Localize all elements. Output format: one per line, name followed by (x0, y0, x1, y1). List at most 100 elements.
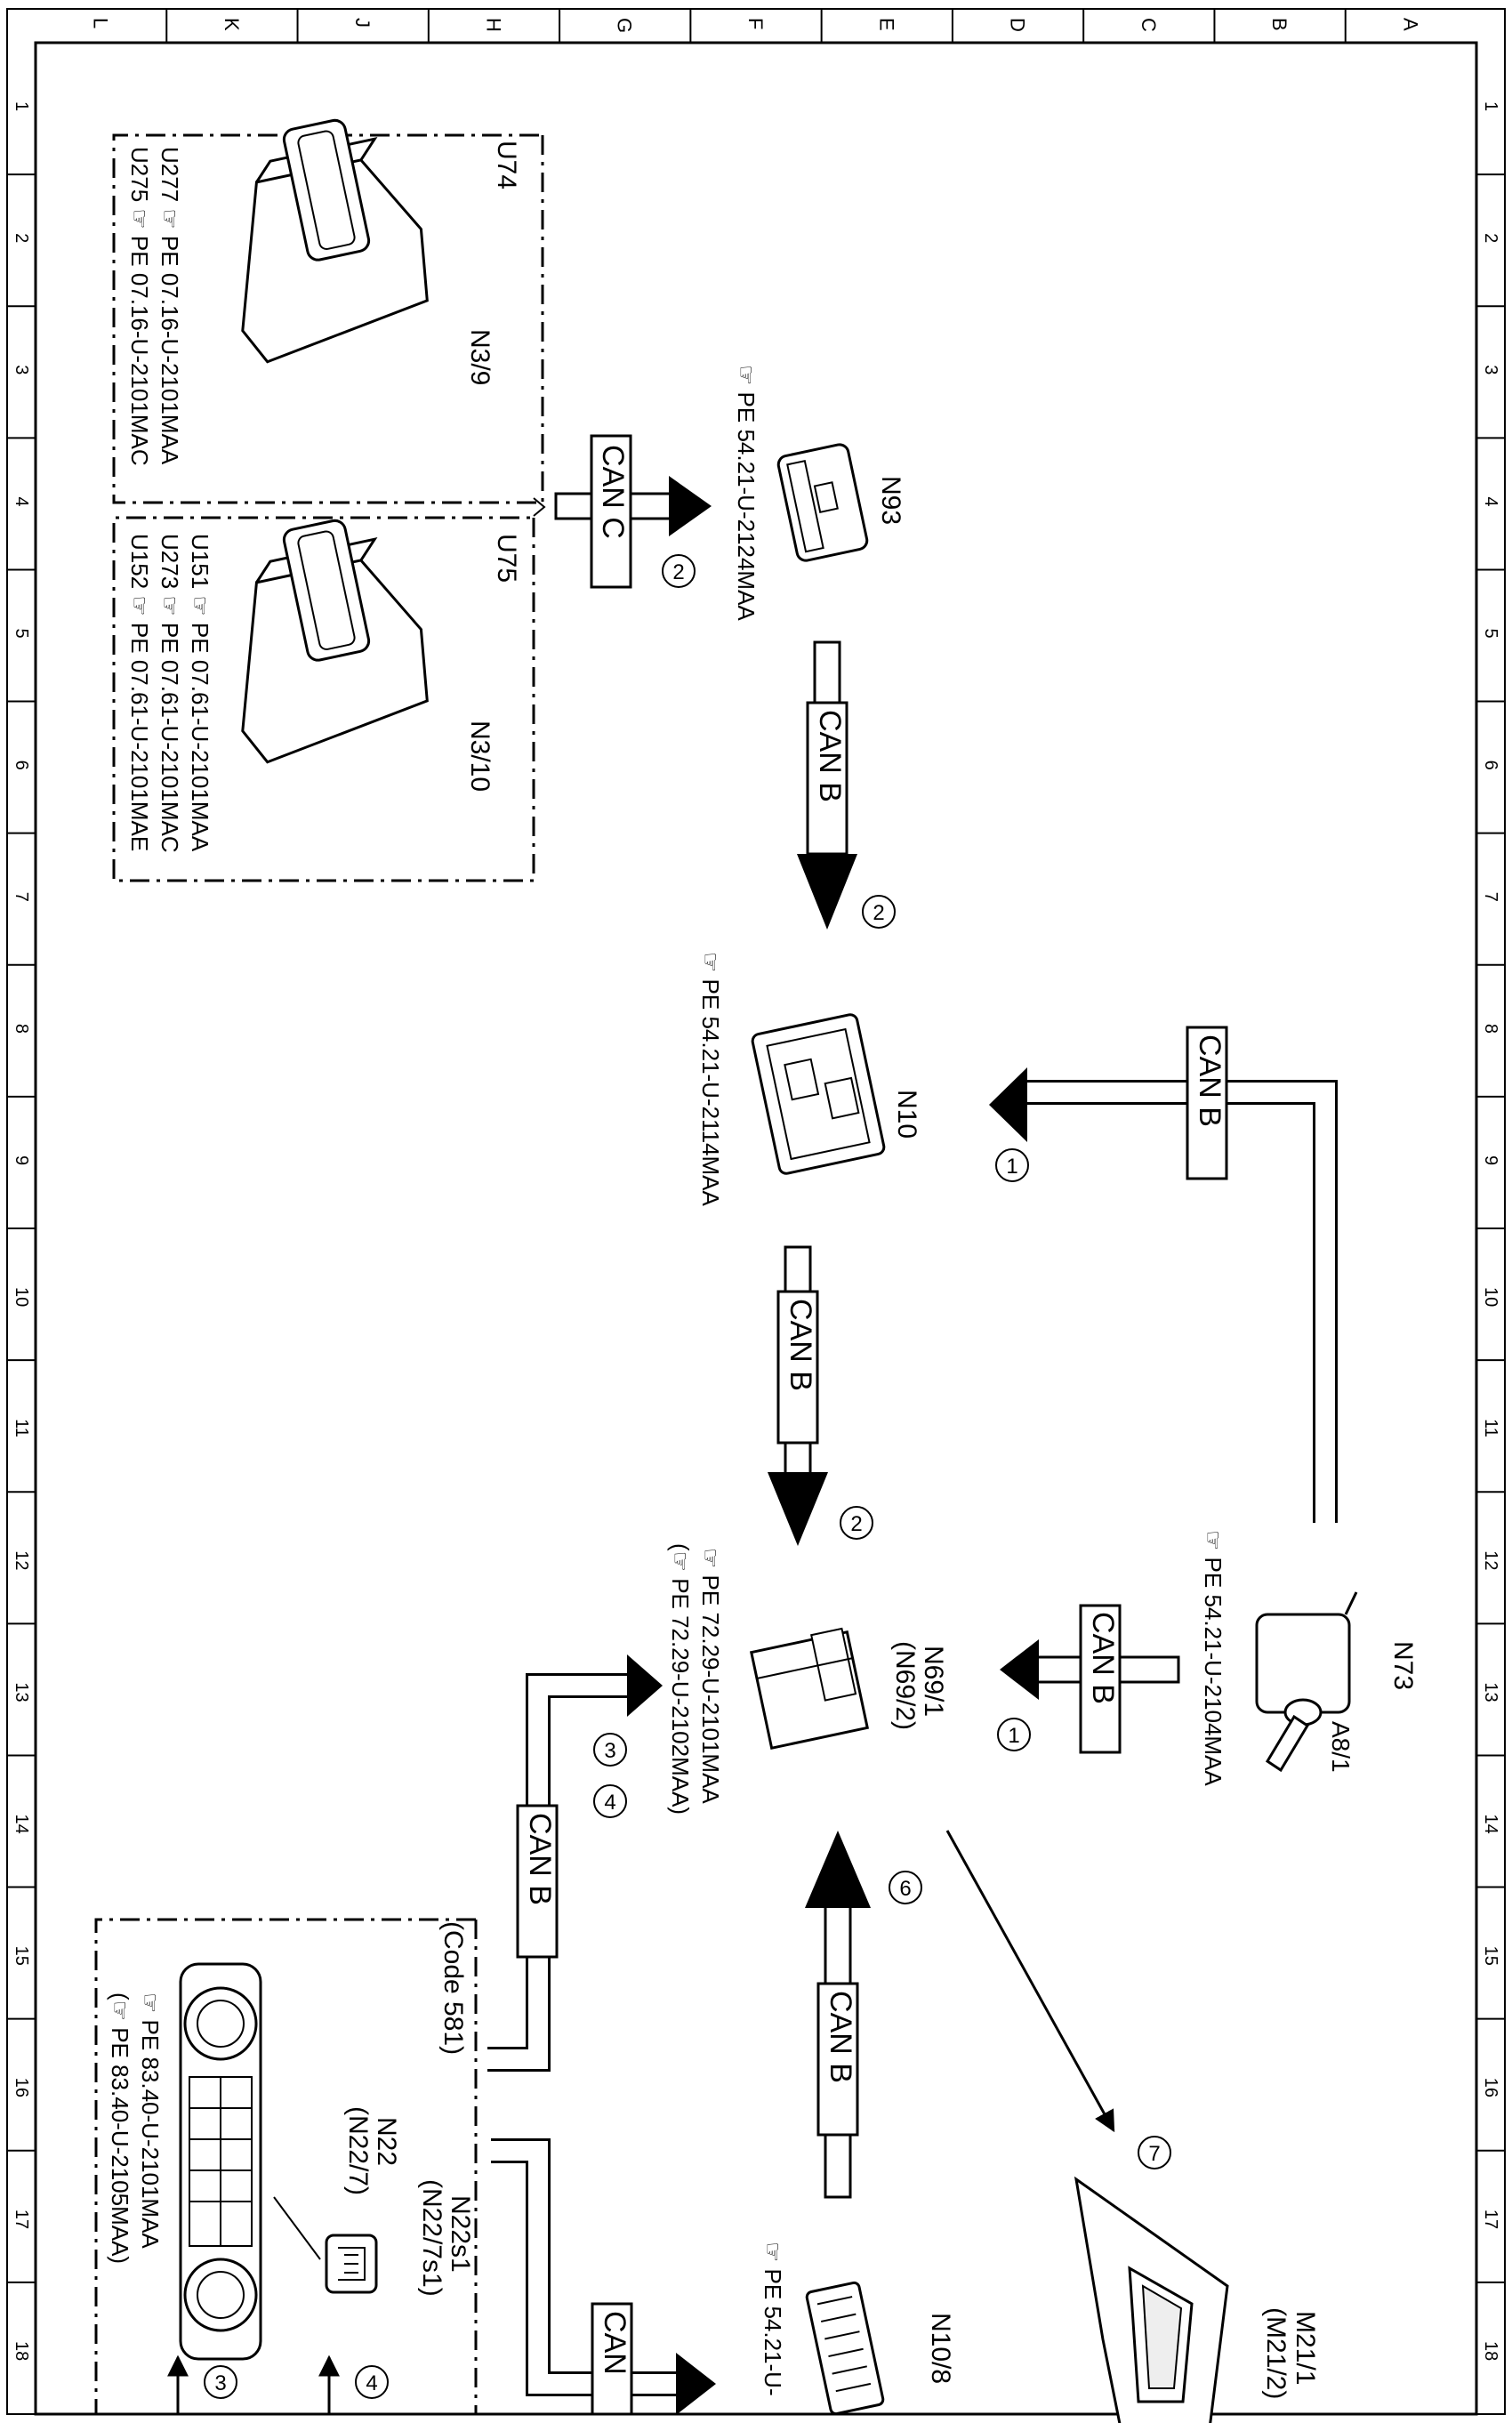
module-n10-8-drawing (805, 2281, 885, 2416)
svg-text:CAN B: CAN B (523, 1813, 557, 1905)
can-c-label-box (590, 434, 632, 589)
module-n10-drawing (751, 1013, 886, 1175)
can-b-label-box-3 (776, 1290, 819, 1445)
column-label: D (1007, 18, 1029, 32)
svg-text:1: 1 (1008, 1724, 1019, 1748)
can-b-link-n73-n10: CAN B 1 (989, 1026, 1338, 1523)
n69-1-label: N69/1 (919, 1646, 948, 1717)
column-label: K (221, 18, 243, 31)
callout-1-n73-n69 (997, 1718, 1031, 1751)
group-u75-code: U75 (492, 534, 521, 583)
callout-1-n73-n10 (995, 1148, 1029, 1182)
n69-ref-2: (☞ PE 72.29-U-2102MAA) (667, 1543, 694, 1815)
n10-8-ref: ☞ PE 54.21-U- (760, 2242, 786, 2396)
n22-7-label: (N22/7) (343, 2106, 373, 2195)
row-label: 4 (12, 496, 31, 506)
can-label-box-partial (591, 2302, 633, 2416)
module-n69-1-drawing (749, 1627, 870, 1751)
u75-note-3: U152 ☞ PE 07.61-U-2101MAE (126, 534, 153, 851)
column-label: J (351, 18, 374, 28)
row-label: 6 (1481, 761, 1500, 770)
module-n69-1: N69/1 (N69/2) ☞ PE 72.29-U-2101MAA (☞ PE… (667, 1543, 948, 1815)
svg-text:CAN B: CAN B (824, 1991, 857, 2083)
row-label: 5 (12, 629, 31, 639)
row-label: 8 (1481, 1024, 1500, 1034)
row-label: 12 (12, 1550, 31, 1570)
can-c-label: CAN C (596, 445, 630, 539)
row-label: 14 (12, 1815, 31, 1834)
row-label: 14 (1481, 1815, 1500, 1834)
row-label: 3 (12, 365, 31, 374)
module-n10: N10 ☞ PE 54.21-U-2114MAA (697, 952, 921, 1207)
callout-6 (889, 1871, 922, 1904)
can-b-link-n73-n69: CAN B 1 (997, 1604, 1180, 1754)
can-b-link-n93-n10: CAN B 2 (797, 640, 896, 930)
row-label: 17 (1481, 2210, 1500, 2229)
module-n93: N93 ☞ PE 54.21-U-2124MAA (733, 365, 905, 621)
callout-2-n10-n69 (840, 1506, 873, 1540)
column-label: E (875, 18, 897, 31)
ignition-switch-drawing (1255, 1591, 1358, 1773)
column-label: C (1138, 18, 1160, 32)
module-n73: N73 A8/1 ☞ PE 54.21-U-2104MAA (1200, 1530, 1418, 1786)
n10-label: N10 (892, 1090, 921, 1139)
row-label: 15 (12, 1946, 31, 1966)
n10-8-label: N10/8 (926, 2313, 955, 2384)
row-label: 11 (1481, 1419, 1500, 1437)
callout-3-n22-n69 (593, 1733, 627, 1767)
row-label: 11 (12, 1419, 31, 1437)
row-label: 8 (12, 1024, 31, 1034)
code-581-label: (Code 581) (438, 1921, 468, 2055)
column-label: A (1399, 18, 1421, 31)
u75-note-2: U273 ☞ PE 07.61-U-2101MAC (157, 534, 183, 853)
row-label: 7 (12, 892, 31, 902)
svg-text:2: 2 (873, 901, 884, 925)
group-code-581: (Code 581) N22 (N22/7) ☞ PE 83.40-U-2101… (94, 1918, 478, 2415)
svg-text:CAN B: CAN B (784, 1299, 817, 1391)
row-label: 4 (1481, 496, 1500, 506)
row-label: 6 (12, 761, 31, 770)
n22-ref-1: ☞ PE 83.40-U-2101MAA (137, 1992, 164, 2249)
group-bracket (533, 497, 546, 517)
u74-note-2: U275 ☞ PE 07.16-U-2101MAC (126, 147, 153, 466)
n22s1-label: N22s1 (446, 2195, 475, 2273)
row-label: 3 (1481, 365, 1500, 374)
u74-note-1: U277 ☞ PE 07.16-U-2101MAA (157, 147, 183, 465)
row-label: 9 (1481, 1155, 1500, 1165)
column-label: H (482, 18, 504, 32)
row-label: 9 (12, 1155, 31, 1165)
row-label: 10 (12, 1287, 31, 1307)
row-label: 1 (12, 101, 31, 111)
can-b-link-n10-n69: CAN B 2 (768, 1245, 873, 1546)
n93-label: N93 (876, 476, 905, 525)
row-label: 10 (1481, 1287, 1500, 1307)
svg-text:CAN B: CAN B (1086, 1612, 1120, 1704)
can-b-link-n10-8-n69: CAN B 6 (805, 1831, 922, 2199)
can-c-link: CAN C 2 (554, 434, 712, 589)
can-b-label-box-5 (516, 1804, 559, 1959)
row-label: 13 (12, 1682, 31, 1702)
callout-4-n22-n69 (593, 1784, 627, 1818)
n22-ref-2: (☞ PE 83.40-U-2105MAA) (107, 1992, 133, 2264)
n22s1-leader (273, 2196, 321, 2260)
group-u75: U75 N3/10 U151 ☞ PE 07.61-U-2101MAA U273… (112, 516, 535, 882)
svg-text:CAN B: CAN B (813, 710, 847, 802)
heater-drawing (1074, 2176, 1229, 2423)
row-label: 2 (1481, 233, 1500, 243)
svg-text:3: 3 (214, 2371, 226, 2395)
n69-2-label: (N69/2) (890, 1641, 920, 1730)
callout-2-n93-n10 (862, 895, 896, 929)
module-m21-1: M21/1 (M21/2) (1074, 2176, 1320, 2423)
can-b-label-box-4 (1079, 1604, 1122, 1754)
svg-text:2: 2 (672, 560, 684, 584)
n73-label: N73 (1388, 1641, 1418, 1690)
svg-text:1: 1 (1006, 1155, 1017, 1179)
can-b-link-n22-n69: CAN B 3 4 (487, 1654, 663, 2072)
callout-4-bottom (355, 2365, 389, 2399)
column-label: G (614, 18, 636, 33)
row-label: 5 (1481, 629, 1500, 639)
n69-ref-1: ☞ PE 72.29-U-2101MAA (697, 1548, 724, 1804)
n3-10-label: N3/10 (465, 720, 495, 792)
